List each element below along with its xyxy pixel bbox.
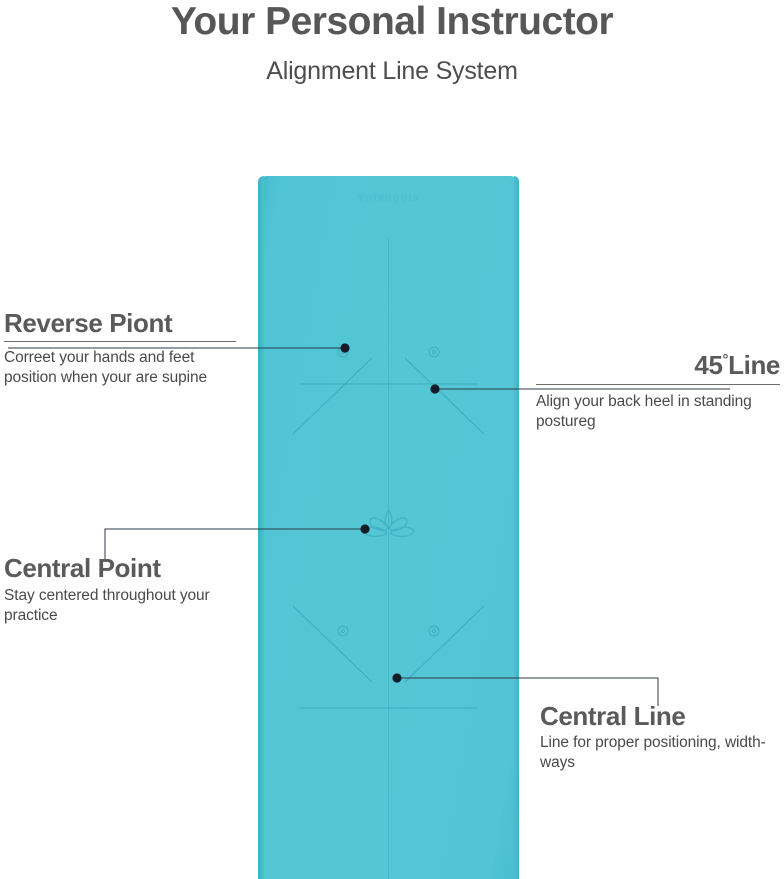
marker-circle-bottom-right [428, 625, 440, 637]
marker-circle-top-right [428, 346, 440, 358]
callout-45-number: 45 [694, 350, 723, 380]
marker-circle-top-left [337, 346, 349, 358]
yoga-mat: Ynfengqta [258, 176, 519, 879]
callout-reverse-point-title: Reverse Piont [4, 308, 173, 338]
callout-reverse-point: Reverse Piont Correet your hands and fee… [4, 308, 244, 388]
header-block: Your Personal Instructor Alignment Line … [0, 0, 784, 84]
upper-left-45-line [292, 357, 373, 435]
callout-45-line: 45°Line Align your back heel in standing… [536, 350, 780, 432]
upper-right-45-line [404, 357, 485, 435]
mat-left-edge [258, 176, 264, 879]
callout-45-word: Line [728, 350, 780, 380]
callout-central-point: Central Point Stay centered throughout y… [4, 553, 254, 626]
callout-central-point-body: Stay centered throughout your practice [4, 587, 210, 625]
page-subtitle: Alignment Line System [266, 57, 518, 85]
degree-symbol-icon: ° [722, 351, 729, 369]
lower-left-45-line [292, 605, 373, 683]
lower-right-45-line [404, 605, 485, 683]
mat-brand-logo-text: Ynfengqta [357, 192, 420, 204]
page-title: Your Personal Instructor [170, 0, 614, 43]
callout-central-line-title: Central Line [540, 701, 686, 731]
alignment-line-markings [292, 237, 485, 879]
callout-45-line-rule [536, 384, 780, 386]
callout-central-line-body: Line for proper positioning, width-ways [540, 734, 766, 772]
callout-central-point-title: Central Point [4, 553, 161, 583]
callout-reverse-point-rule [4, 341, 236, 343]
callout-reverse-point-body: Correet your hands and feet position whe… [4, 349, 208, 387]
callout-central-line: Central Line Line for proper positioning… [540, 701, 784, 773]
callout-45-line-title: 45°Line [536, 350, 780, 380]
callout-45-line-body: Align your back heel in standing posture… [536, 393, 752, 431]
mat-right-edge [514, 176, 519, 879]
marker-circle-bottom-left [337, 625, 349, 637]
